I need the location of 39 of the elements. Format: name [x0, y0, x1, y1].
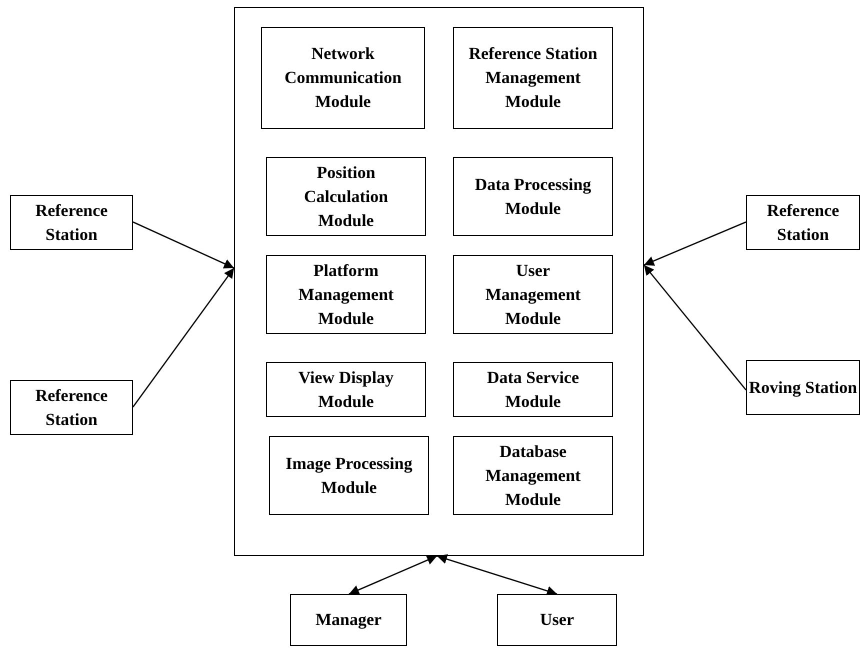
- box-label: Reference Station: [34, 200, 109, 246]
- box-label: Roving Station: [748, 376, 858, 399]
- module-box: [453, 27, 613, 129]
- module-box: [266, 362, 426, 417]
- box-label: Data Processing Module: [474, 174, 592, 220]
- box-label: Data Service Module: [486, 366, 580, 412]
- module-box: [269, 436, 429, 515]
- box-label: Platform Management Module: [297, 260, 395, 330]
- entity-box: [497, 594, 617, 646]
- entity-box: [746, 360, 860, 415]
- entity-box: [746, 195, 860, 250]
- box-label: Image Processing Module: [284, 452, 414, 498]
- arrow: [132, 221, 234, 269]
- module-box: [266, 157, 426, 236]
- arrow: [644, 264, 746, 390]
- module-box: [453, 362, 613, 417]
- system-frame: [234, 7, 644, 556]
- box-label: User: [540, 609, 574, 631]
- module-box: [453, 255, 613, 334]
- arrow: [436, 554, 558, 596]
- box-label: Manager: [315, 609, 382, 631]
- box-label: Database Management Module: [484, 440, 582, 510]
- arrow: [132, 268, 235, 408]
- box-label: User Management Module: [484, 260, 582, 330]
- box-label: Reference Station Management Module: [468, 43, 598, 113]
- entity-box: [10, 380, 133, 435]
- entity-box: [290, 594, 407, 646]
- box-label: Reference Station: [34, 384, 109, 430]
- box-label: Reference Station: [766, 200, 840, 246]
- arrow: [644, 221, 746, 266]
- box-label: Position Calculation Module: [302, 162, 390, 232]
- module-box: [266, 255, 426, 334]
- box-label: View Display Module: [297, 366, 395, 412]
- module-box: [453, 436, 613, 515]
- module-box: [261, 27, 425, 129]
- arrow: [348, 555, 438, 595]
- module-box: [453, 157, 613, 236]
- box-label: Network Communication Module: [283, 43, 403, 113]
- entity-box: [10, 195, 133, 250]
